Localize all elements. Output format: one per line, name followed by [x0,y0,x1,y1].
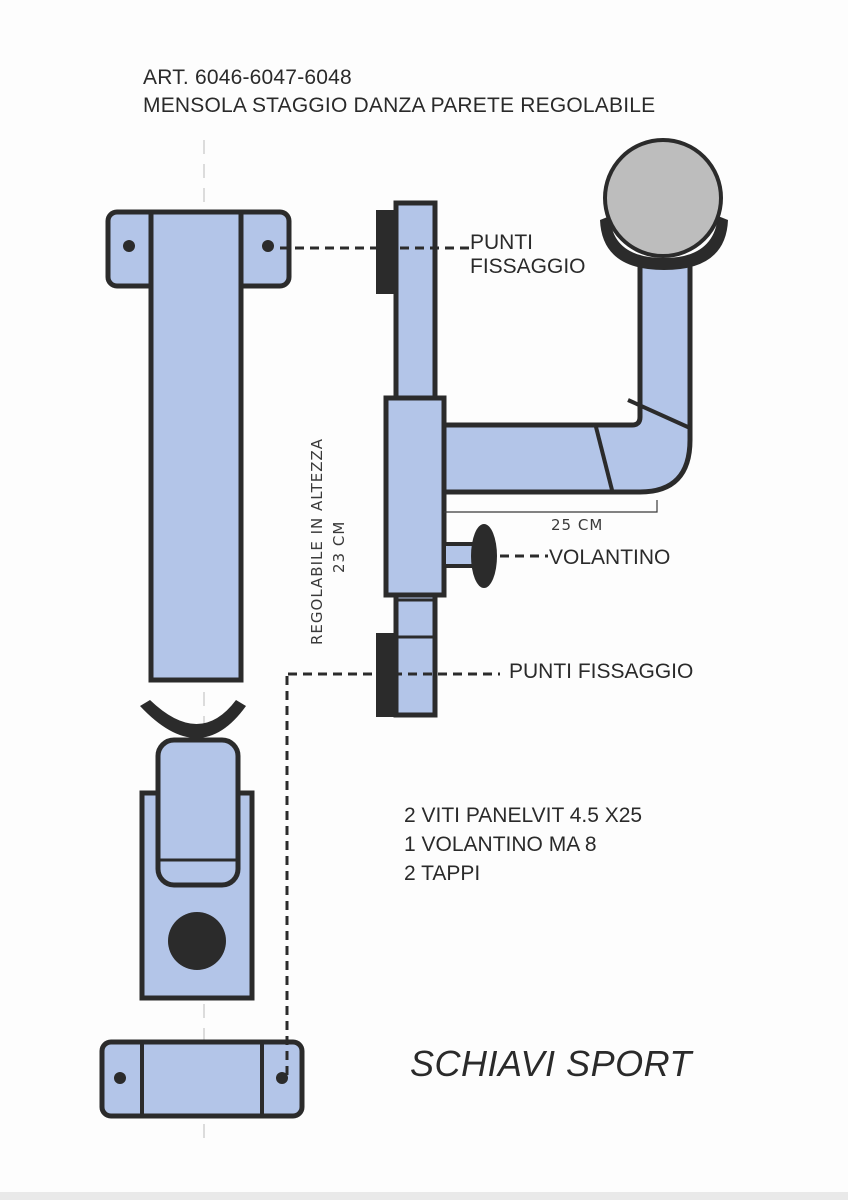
barre-circle [603,138,723,258]
front-top-hole-right [262,240,274,252]
page-bottom-edge [0,1192,848,1200]
arm-joint-line [594,426,614,491]
arm-dimension-line [444,500,658,513]
front-bottom-plate-center [140,1040,264,1118]
side-view-knob [442,524,497,588]
parts-list-item: 2 VITI PANELVIT 4.5 X25 [404,804,643,827]
front-bottom-plate [99,1039,305,1119]
parts-list-item: 1 VOLANTINO MA 8 [404,833,597,856]
front-view-upper-part [105,209,292,683]
label-fixing-points-top-line1: PUNTI [470,231,533,254]
front-vertical-tube [148,209,244,683]
arm-bent-tube [441,261,693,495]
article-number: ART. 6046-6047-6048 [143,66,352,89]
front-top-hole-left [123,240,135,252]
knob-front [168,912,226,970]
front-view-lower-part [99,700,305,1119]
side-view-arm [441,138,728,495]
label-fixing-points-bottom: PUNTI FISSAGGIO [509,660,694,683]
front-bottom-hole-left [114,1072,126,1084]
arm-bend-line [627,398,691,430]
label-fixing-points-top: PUNTI FISSAGGIO [470,231,586,279]
side-cradle [600,216,728,270]
label-knob: VOLANTINO [549,546,671,569]
label-fixing-points-top-line2: FISSAGGIO [470,255,586,278]
front-bottom-hole-right [276,1072,288,1084]
height-adjust-line2: 23 CM [330,520,348,573]
brand-name: SCHIAVI SPORT [410,1043,692,1084]
parts-list-item: 2 TAPPI [404,862,481,885]
parts-list: 2 VITI PANELVIT 4.5 X25 1 VOLANTINO MA 8… [404,801,642,888]
side-top-mount [376,210,396,294]
arm-length-note: 25 CM [551,516,604,534]
lower-tube [155,737,241,888]
side-slide-block [383,395,447,598]
knob-head [471,524,497,588]
side-view-wall-rail [376,200,447,718]
barre-cradle [140,700,246,738]
height-adjust-note: REGOLABILE IN ALTEZZA 23 CM [300,355,360,655]
height-adjust-line1: REGOLABILE IN ALTEZZA [308,437,326,645]
product-title: MENSOLA STAGGIO DANZA PARETE REGOLABILE [143,94,656,117]
